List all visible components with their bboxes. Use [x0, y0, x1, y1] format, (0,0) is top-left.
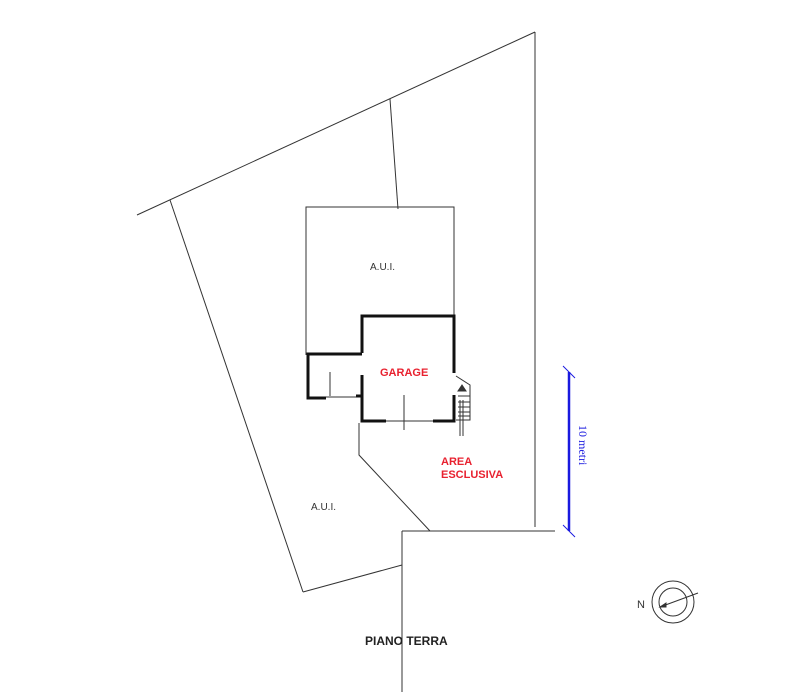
area-label-area-esclusiva-line2: ESCLUSIVA: [441, 469, 504, 481]
compass-rose: [651, 580, 699, 624]
scale-bar: [562, 365, 576, 538]
area-label-aui-upper: A.U.I.: [370, 262, 396, 273]
area-label-garage: GARAGE: [380, 367, 429, 379]
area-label-area-esclusiva-line1: AREA: [441, 456, 473, 468]
annex-detail: [326, 372, 433, 430]
plan-title: PIANO TERRA: [365, 634, 448, 648]
scale-bar-label: 10 metri: [576, 425, 590, 466]
stairs: [455, 375, 471, 436]
area-label-aui-lower: A.U.I.: [311, 502, 337, 513]
garage-walls: [306, 314, 456, 423]
property-boundary: [136, 31, 555, 692]
compass-north-label: N: [637, 599, 645, 611]
